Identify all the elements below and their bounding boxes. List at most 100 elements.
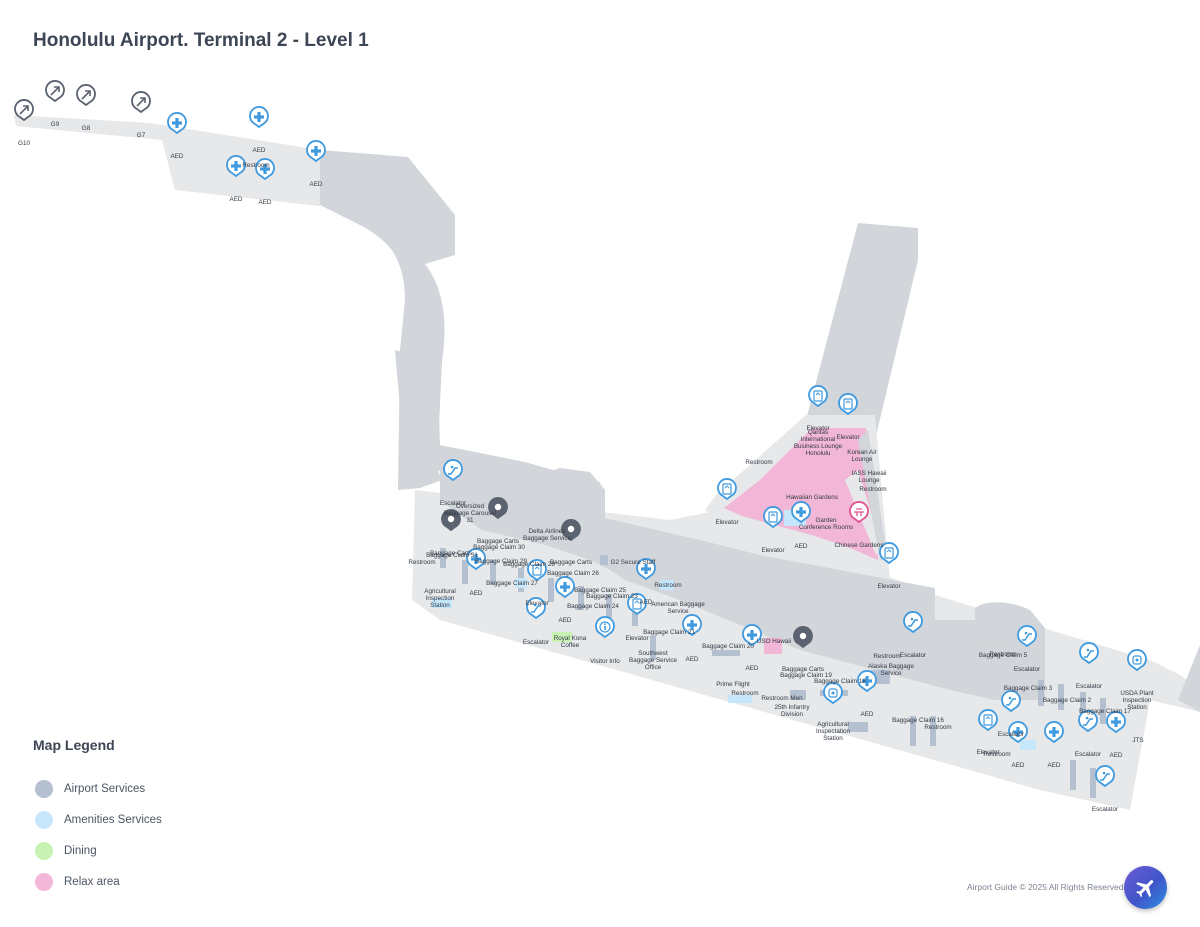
- garden-marker[interactable]: [849, 501, 869, 524]
- area-label: Restroom: [408, 559, 435, 566]
- aed-marker[interactable]: [555, 576, 575, 599]
- elevator-glyph: [813, 390, 823, 402]
- area-label: JTS: [1132, 737, 1143, 744]
- legend-label: Dining: [64, 845, 97, 857]
- elevator-marker[interactable]: [527, 559, 547, 582]
- plant-inspection-marker[interactable]: [1127, 649, 1147, 672]
- info-glyph: [599, 621, 611, 633]
- elevator-marker[interactable]: [763, 506, 783, 529]
- escalator-marker[interactable]: [1001, 690, 1021, 713]
- aed-marker[interactable]: [1106, 711, 1126, 734]
- escalator-glyph: [533, 603, 537, 607]
- generic-glyph: [831, 691, 835, 695]
- airplane-button[interactable]: [1124, 866, 1167, 909]
- elevator-marker[interactable]: [627, 593, 647, 616]
- elevator-marker[interactable]: [879, 542, 899, 565]
- marker-label: G8: [82, 125, 91, 132]
- aed-marker[interactable]: [1044, 721, 1064, 744]
- elevator-marker[interactable]: [808, 385, 828, 408]
- location-pin-marker[interactable]: [561, 519, 581, 542]
- marker-label: AED: [171, 153, 184, 160]
- marker-label: Escalator: [523, 639, 549, 646]
- marker-label: Visitor Info: [590, 658, 620, 665]
- aed-cross: [796, 510, 806, 514]
- pin-dot: [799, 632, 807, 640]
- aed-marker[interactable]: [1008, 721, 1028, 744]
- area-label: USO Hawaii: [757, 638, 791, 645]
- agriculture-marker[interactable]: [823, 682, 843, 705]
- marker-label: Elevator: [625, 635, 648, 642]
- marker-label: AED: [253, 147, 266, 154]
- escalator-marker[interactable]: [443, 459, 463, 482]
- escalator-glyph: [1085, 716, 1089, 720]
- aed-marker[interactable]: [226, 155, 246, 178]
- info-marker[interactable]: [595, 616, 615, 639]
- aed-cross: [560, 585, 570, 589]
- marker-label: Escalator: [998, 731, 1024, 738]
- map-markers[interactable]: [14, 80, 1147, 788]
- aed-marker[interactable]: [167, 112, 187, 135]
- location-pin-marker[interactable]: [793, 626, 813, 649]
- aed-marker[interactable]: [255, 158, 275, 181]
- marker-label: AED: [746, 665, 759, 672]
- legend-label: Relax area: [64, 876, 120, 888]
- arrow-up-right-marker[interactable]: [45, 80, 65, 103]
- legend-swatch: [35, 873, 53, 891]
- pin-dot: [494, 503, 502, 511]
- marker-label: Elevator: [976, 749, 999, 756]
- arrow-up-right-marker[interactable]: [76, 84, 96, 107]
- escalator-glyph: [908, 619, 918, 627]
- marker-label: G7: [137, 132, 146, 139]
- escalator-marker[interactable]: [526, 597, 546, 620]
- marker-label: AED: [1110, 752, 1123, 759]
- area-label: Restroom: [745, 459, 772, 466]
- aed-cross: [1111, 720, 1121, 724]
- area-label: Baggage Claim 29: [475, 558, 527, 565]
- elevator-marker[interactable]: [717, 478, 737, 501]
- marker-label: Escalator: [1075, 751, 1101, 758]
- arrow-up-right-marker[interactable]: [131, 91, 151, 114]
- elevator-marker[interactable]: [978, 709, 998, 732]
- elevator-glyph: [722, 483, 732, 495]
- aed-marker[interactable]: [682, 614, 702, 637]
- escalator-marker[interactable]: [1078, 710, 1098, 733]
- area-label: Baggage Claim 25: [574, 587, 626, 594]
- area-label: Hawaiian Gardens: [786, 494, 838, 501]
- arrow-up-right-marker[interactable]: [14, 99, 34, 122]
- arrow-glyph: [50, 86, 60, 96]
- aed-marker[interactable]: [742, 624, 762, 647]
- floor-plan: [14, 115, 1200, 810]
- aed-marker[interactable]: [249, 106, 269, 129]
- aed-marker[interactable]: [857, 670, 877, 693]
- marker-label: Baggage Carts: [430, 550, 472, 557]
- area-label: Restroom Men: [761, 695, 803, 702]
- location-pin-marker[interactable]: [488, 497, 508, 520]
- escalator-marker[interactable]: [1017, 625, 1037, 648]
- marker-label: Elevator: [761, 547, 784, 554]
- area-label: Baggage Claim 3: [1004, 685, 1053, 692]
- escalator-marker[interactable]: [1095, 765, 1115, 788]
- area-label: Restroom: [859, 486, 886, 493]
- escalator-marker[interactable]: [903, 611, 923, 634]
- aed-marker[interactable]: [636, 558, 656, 581]
- escalator-glyph: [1086, 648, 1090, 652]
- legend-item-dining: Dining: [35, 841, 97, 861]
- generic-glyph: [1135, 658, 1139, 662]
- aed-marker[interactable]: [306, 140, 326, 163]
- area-label: Baggage Claim 27: [486, 580, 538, 587]
- area-label: G2 Secure Staff: [611, 559, 656, 566]
- legend-swatch: [35, 780, 53, 798]
- elevator-marker[interactable]: [838, 393, 858, 416]
- area-label: Restroom: [924, 724, 951, 731]
- aed-marker[interactable]: [791, 501, 811, 524]
- location-pin-marker[interactable]: [441, 509, 461, 532]
- aed-marker[interactable]: [466, 548, 486, 571]
- marker-label: AED: [470, 590, 483, 597]
- escalator-marker[interactable]: [1079, 642, 1099, 665]
